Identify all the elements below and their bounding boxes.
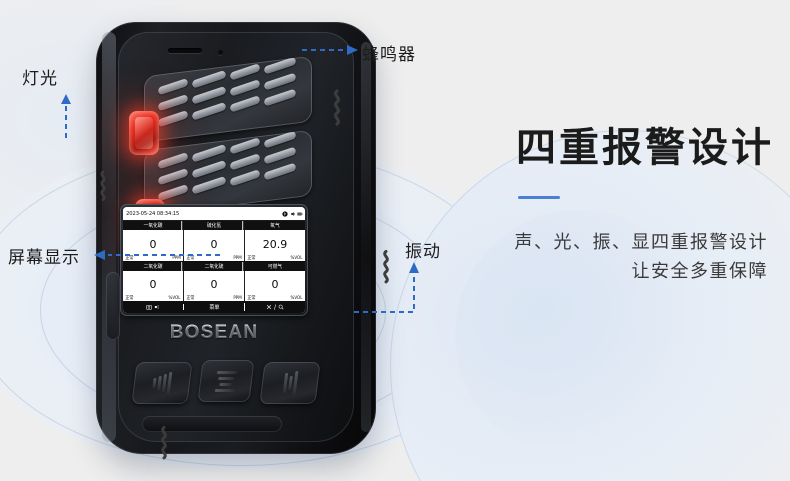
lcd-toolbar-item-left[interactable] [123,304,184,310]
vibration-wave-icon [383,249,389,284]
side-grip [106,272,120,340]
battery-icon [297,212,303,215]
gas-unit: %VOL [291,296,303,301]
lcd-toolbar-label: 菜单 [208,305,220,311]
gas-name: 一氧化碳 [125,221,183,230]
marketing-subtitle-line1: 声、光、振、显四重报警设计 [514,232,768,253]
lcd-row-header: 二氧化碳 二氧化硫 可燃气 [123,261,305,271]
gas-unit: %VOL [169,296,181,301]
gas-cell: 0 正常 %VOL [245,271,305,301]
gas-value: 0 [210,278,218,292]
gas-value: 20.9 [262,237,288,251]
marketing-subtitle: 声、光、振、显四重报警设计 让安全多重保障 [515,228,769,286]
gas-status: 正常 [246,255,255,261]
bluetooth-icon [282,210,288,217]
lcd-toolbar-item-right[interactable]: / [245,304,305,311]
bg-ellipse-right-inner [455,210,705,460]
camera-icon [146,305,152,310]
led-alarm-top-icon [129,111,159,155]
gas-name: 二氧化碳 [125,261,183,271]
gas-cell: 0 正常 PPM [184,270,245,301]
gas-cell: 20.9 正常 %VOL [245,230,305,261]
lcd-row-values: 0 正常 %VOL 0 正常 PPM 0 正常 %VOL [123,270,305,301]
gas-value: 0 [149,237,157,251]
lcd-display: 2023-05-24 08:34:15 [123,207,305,313]
gas-value: 0 [149,278,157,292]
menu-key[interactable] [197,360,255,402]
marketing-subtitle-line2: 让安全多重保障 [631,261,768,282]
device-edge-highlight-right [361,42,371,432]
screen-bezel: 2023-05-24 08:34:15 [120,204,308,316]
leader-line-light [61,94,71,138]
vibration-wave-icon [161,425,167,460]
power-key[interactable] [131,362,193,404]
lcd-row-header: 一氧化碳 硫化氢 氧气 [123,221,305,230]
lcd-readings-grid: 一氧化碳 硫化氢 氧气 0 正常 PPM 0 正常 PPM [123,221,305,301]
zoom-icon [278,304,284,310]
gas-status: 正常 [124,255,133,261]
gas-cell: 0 正常 %VOL [123,270,184,301]
gas-name: 硫化氢 [186,221,244,230]
gas-unit: PPM [172,255,182,261]
leader-line-buzzer [302,45,358,55]
light-icon [154,305,159,309]
gas-name: 可燃气 [267,263,283,270]
device-edge-highlight-left [102,32,116,442]
headline-accent-rule [518,196,560,199]
lcd-divider [123,260,305,262]
leader-line-vibration [354,262,419,313]
gas-value: 0 [271,278,279,292]
gas-name: 氧气 [270,223,280,229]
gas-status: 正常 [185,296,194,301]
gas-value: 0 [210,237,218,251]
callout-label-screen-display: 屏幕显示 [8,248,80,268]
callout-label-vibration: 振动 [405,242,441,262]
buzzer-vent [168,48,202,53]
settings-icon [266,304,272,310]
vibration-wave-icon [334,89,340,126]
gas-status: 正常 [246,296,255,301]
lcd-datetime: 2023-05-24 08:34:15 [126,210,180,217]
gas-status: 正常 [124,296,133,301]
brand-logo: BOSEAN [120,322,308,344]
gas-detector-device: 2023-05-24 08:34:15 [96,22,376,454]
leader-line-screen-display [94,250,220,260]
gas-status: 正常 [185,255,194,261]
lcd-toolbar-item-center[interactable]: 菜单 [184,303,245,311]
gas-cell: 0 正常 PPM [184,230,245,261]
lcd-reading-row: 二氧化碳 二氧化硫 可燃气 0 正常 %VOL 0 正常 PP [123,261,305,301]
marketing-headline: 四重报警设计 [516,125,774,171]
lcd-toolbar: 菜单 / [123,301,305,313]
callout-label-light: 灯光 [22,69,58,89]
callout-label-buzzer: 蜂鸣器 [362,45,416,65]
lcd-status-icons [282,210,303,217]
gas-name: 二氧化硫 [186,261,244,271]
lcd-status-bar: 2023-05-24 08:34:15 [123,207,305,221]
gas-unit: PPM [233,296,243,301]
gas-unit: %VOL [291,255,303,261]
gas-unit: PPM [233,255,243,261]
sound-icon [290,211,295,216]
gas-cell: 0 正常 PPM [123,230,184,261]
function-key[interactable] [259,362,321,404]
lcd-reading-row: 一氧化碳 硫化氢 氧气 0 正常 PPM 0 正常 PPM [123,221,305,261]
microphone-hole [218,50,223,55]
vibration-wave-icon [100,170,106,202]
bottom-clip [142,416,282,432]
